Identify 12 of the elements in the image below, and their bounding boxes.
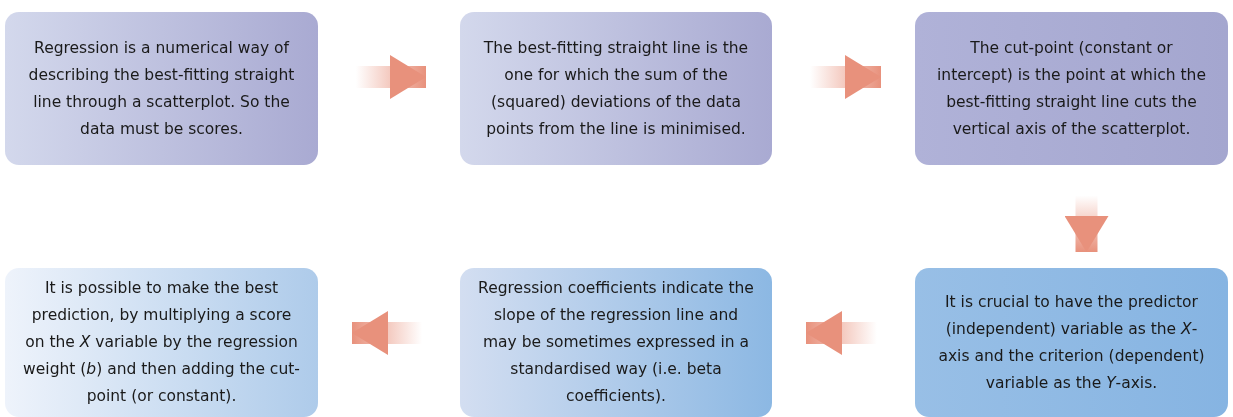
step-text: The cut-point (constant or intercept) is the point at which the best-fitting straight line cuts the vertical axis of the scatterplot. (936, 37, 1207, 140)
step-text: Regression is a numerical way of describing the best-fitting straight line through a scatterplot. So the data must be scores. (27, 37, 296, 140)
process-box (915, 268, 1228, 417)
step-text: The best-fitting straight line is the one for which the sum of the (squared) deviations of the data points from the line is minimised. (482, 37, 750, 140)
process-box (5, 12, 318, 165)
step-text: It is possible to make the best prediction, by multiplying a score on the X variable by the regression weight (b) and then adding the cut-point (or constant). (23, 278, 300, 407)
process-box (460, 12, 772, 165)
step-text: It is crucial to have the predictor (independent) variable as the X-axis and the criterion (dependent) variable as the Y-axis. (937, 291, 1206, 394)
step-text: Regression coefficients indicate the slope of the regression line and may be sometimes expressed in a standardised way (i.e. beta coefficients). (478, 278, 754, 407)
process-box (915, 12, 1228, 165)
process-box (5, 268, 318, 417)
process-box (460, 268, 772, 417)
